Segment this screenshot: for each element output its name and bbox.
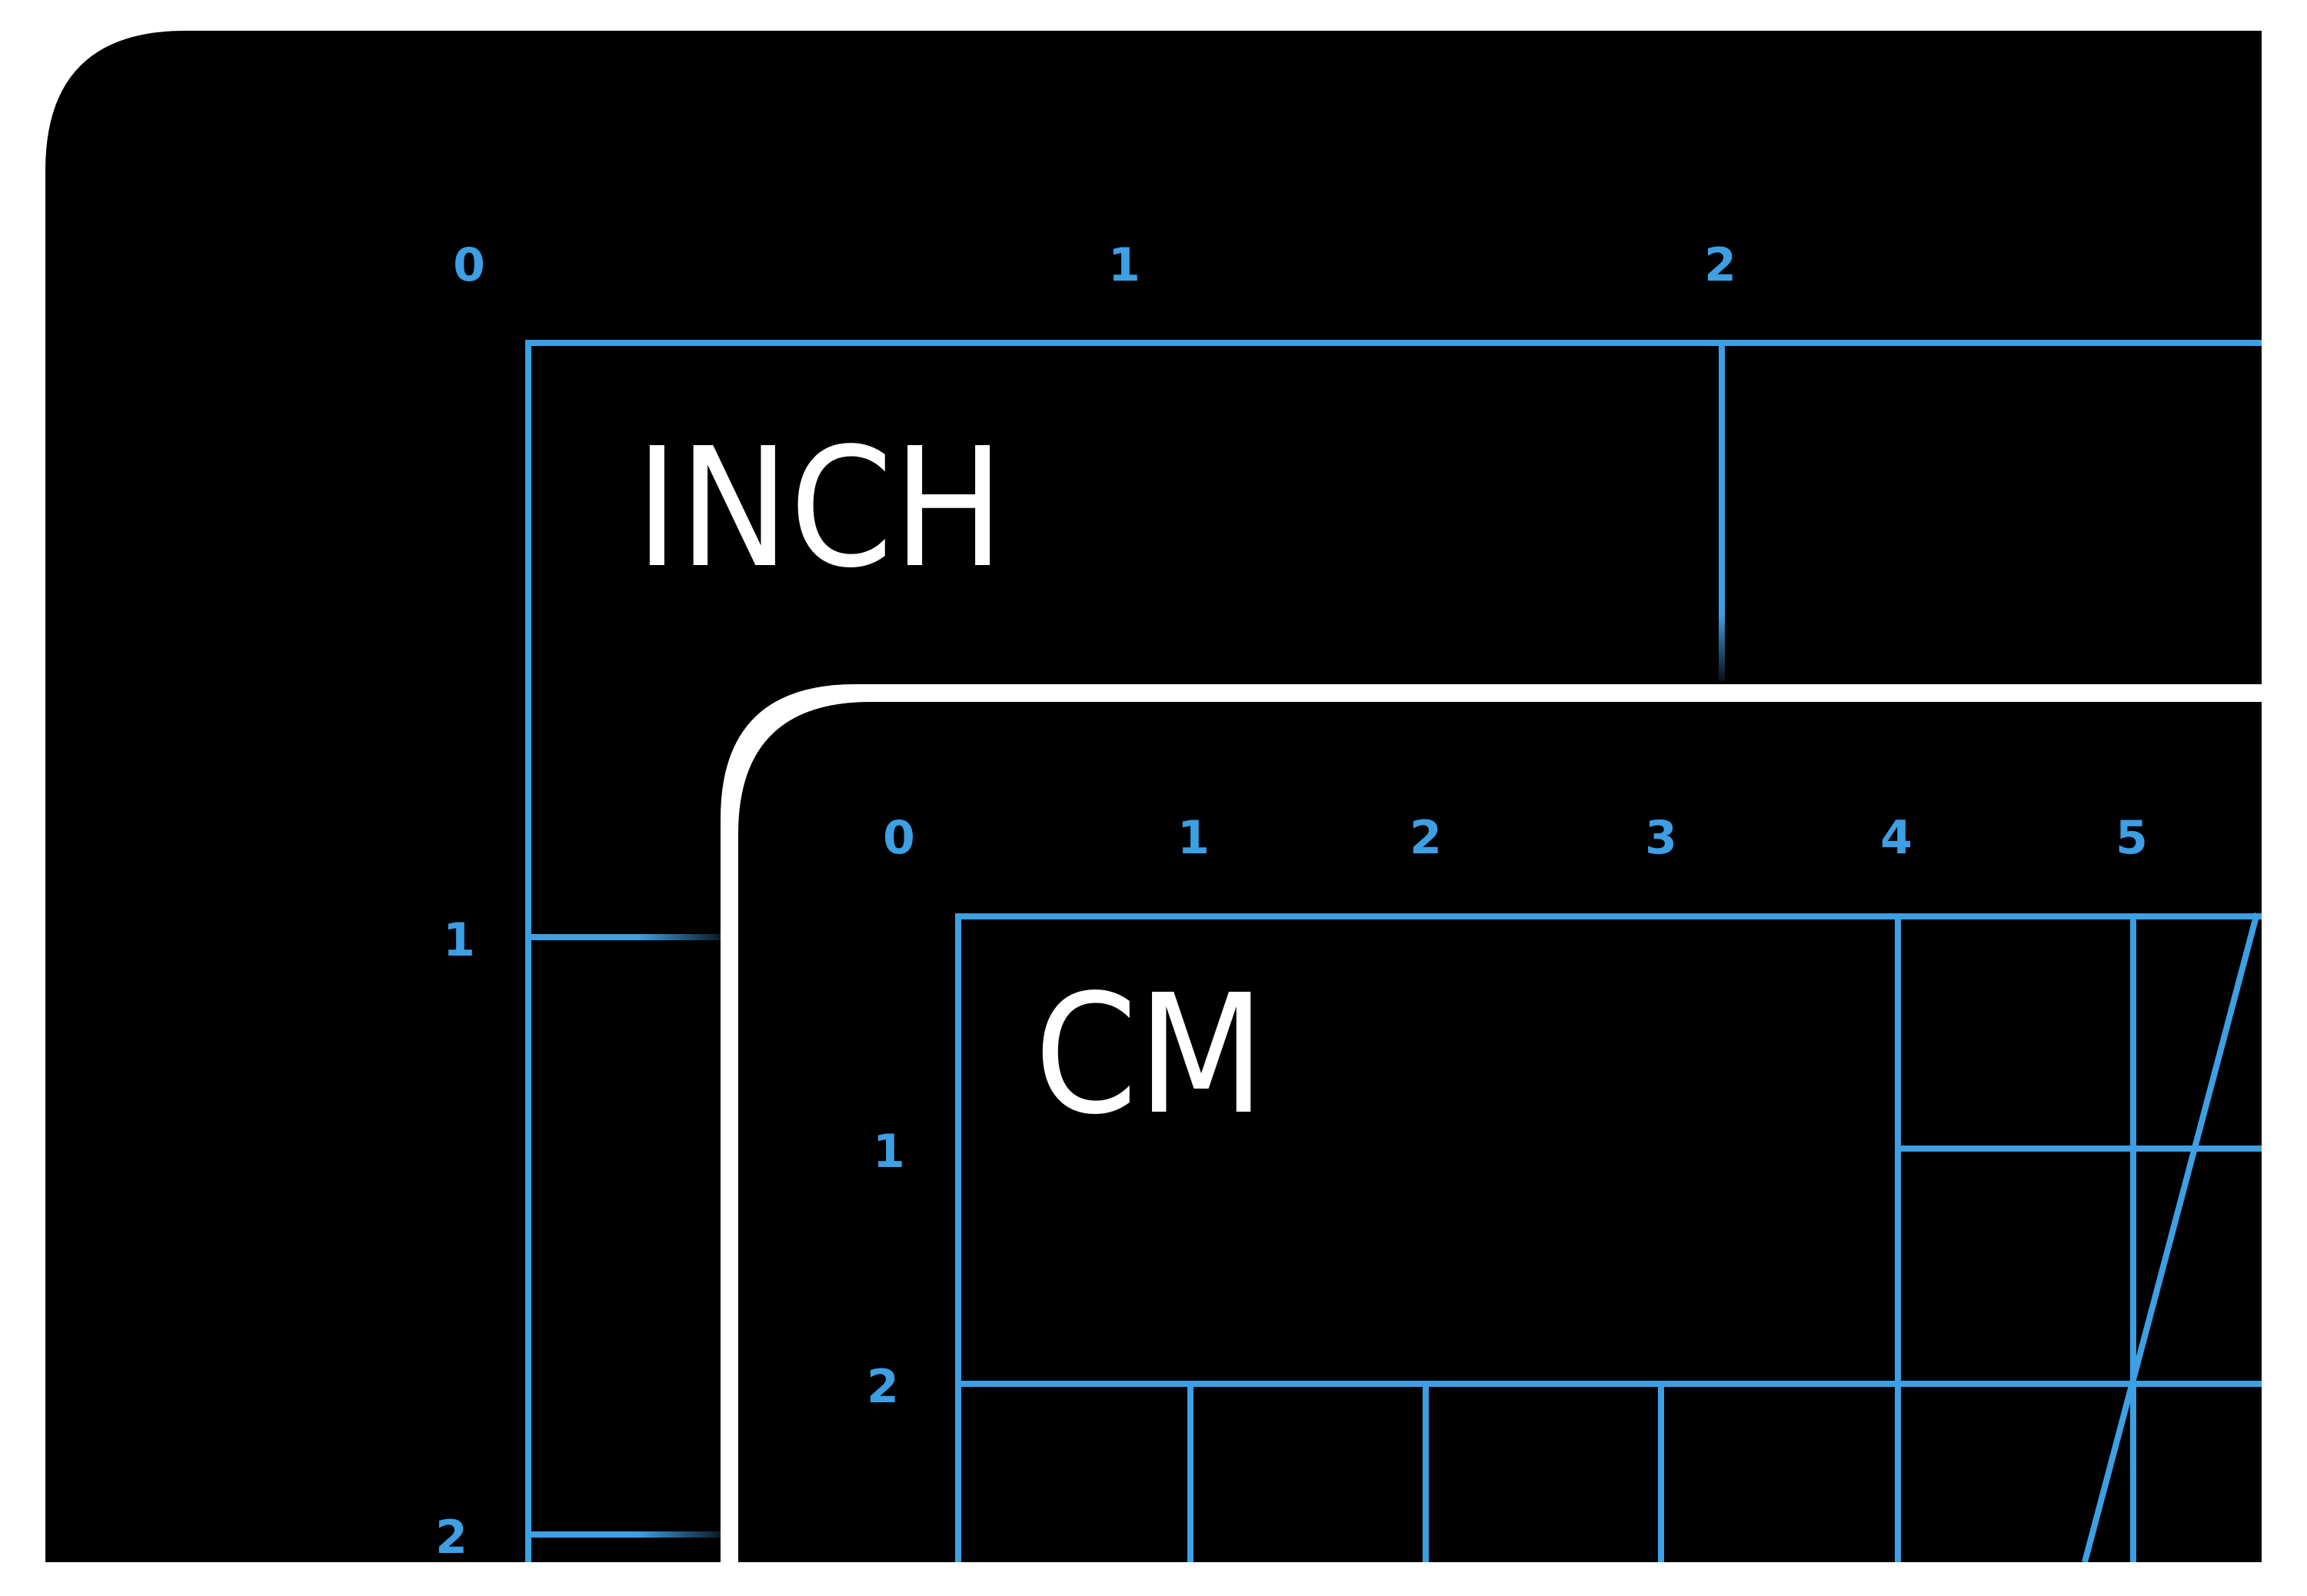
- cm-left-tick-2: 2: [867, 1360, 899, 1414]
- cm-top-tick-1: 1: [1177, 811, 1210, 865]
- inch-top-tick-1: 1: [1108, 238, 1140, 292]
- inch-top-tick-0: 0: [453, 238, 485, 292]
- inch-title: INCH: [635, 413, 1004, 604]
- cm-panel: [738, 702, 2262, 1562]
- cm-top-tick-5: 5: [2116, 811, 2148, 865]
- cm-left-tick-1: 1: [873, 1125, 905, 1179]
- cm-grid: [955, 912, 2262, 1562]
- inch-grid: [525, 340, 2262, 1562]
- inch-left-tick-1: 1: [443, 913, 475, 967]
- inch-left-tick-2: 2: [435, 1511, 468, 1564]
- cm-title: CM: [1034, 959, 1265, 1151]
- inch-top-tick-2: 2: [1704, 238, 1736, 292]
- cm-top-tick-0: 0: [883, 811, 915, 865]
- cm-top-tick-3: 3: [1645, 811, 1677, 865]
- cm-top-tick-2: 2: [1410, 811, 1442, 865]
- cm-top-tick-4: 4: [1880, 811, 1913, 865]
